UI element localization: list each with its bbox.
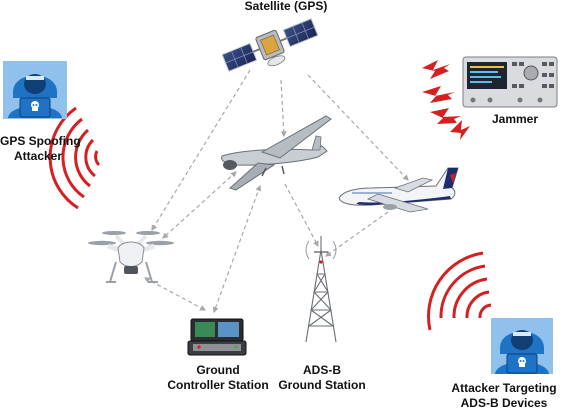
jammer-label-text: Jammer: [491, 112, 539, 126]
satellite-icon: [221, 18, 319, 72]
gps-attacker-label: GPS Spoofing Attacker: [0, 134, 81, 164]
lightning-bolts-icon: [422, 60, 470, 140]
ground-controller-case-icon: [187, 318, 247, 356]
jammer-label: Jammer: [483, 112, 547, 127]
ground-controller-label: Ground Controller Station: [158, 363, 278, 393]
adsb-station-label-line-2: Ground Station: [278, 378, 366, 392]
airliner-icon: [338, 167, 459, 213]
ground-controller-label-line-2: Controller Station: [167, 378, 269, 392]
signal-generator-icon: [462, 56, 558, 108]
link-uav-adsb: [284, 183, 319, 248]
satellite-label: Satellite (GPS): [236, 0, 336, 14]
link-satellite-quadcopter: [151, 69, 251, 232]
link-satellite-airliner: [307, 74, 409, 181]
gps-attacker-label-line-1: GPS Spoofing: [0, 134, 81, 148]
hacker-icon: [491, 318, 553, 374]
link-satellite-uav: [280, 79, 287, 138]
gps-attacker-label-line-2: Attacker: [13, 149, 63, 163]
link-airliner-adsb: [325, 211, 389, 257]
link-quadcopter-controller: [143, 277, 207, 311]
adsb-attack-signal-icon: [427, 251, 492, 331]
radio-tower-icon: [305, 236, 337, 343]
quadcopter-drone-icon: [88, 231, 174, 283]
adsb-attacker-label-line-1: Attacker Targeting: [451, 381, 557, 395]
satellite-label-text: Satellite (GPS): [244, 0, 328, 13]
ground-controller-label-line-1: Ground: [196, 363, 240, 377]
adsb-station-label-line-1: ADS-B: [303, 363, 341, 377]
adsb-attacker-label-line-2: ADS-B Devices: [460, 396, 548, 410]
link-uav-controller: [212, 184, 262, 314]
hacker-icon: [3, 61, 67, 119]
adsb-station-label: ADS-B Ground Station: [277, 363, 367, 393]
adsb-attacker-label: Attacker Targeting ADS-B Devices: [448, 381, 560, 411]
uav-drone-icon: [221, 115, 332, 191]
link-uav-quadcopter: [162, 171, 237, 239]
communication-links: [143, 69, 409, 314]
